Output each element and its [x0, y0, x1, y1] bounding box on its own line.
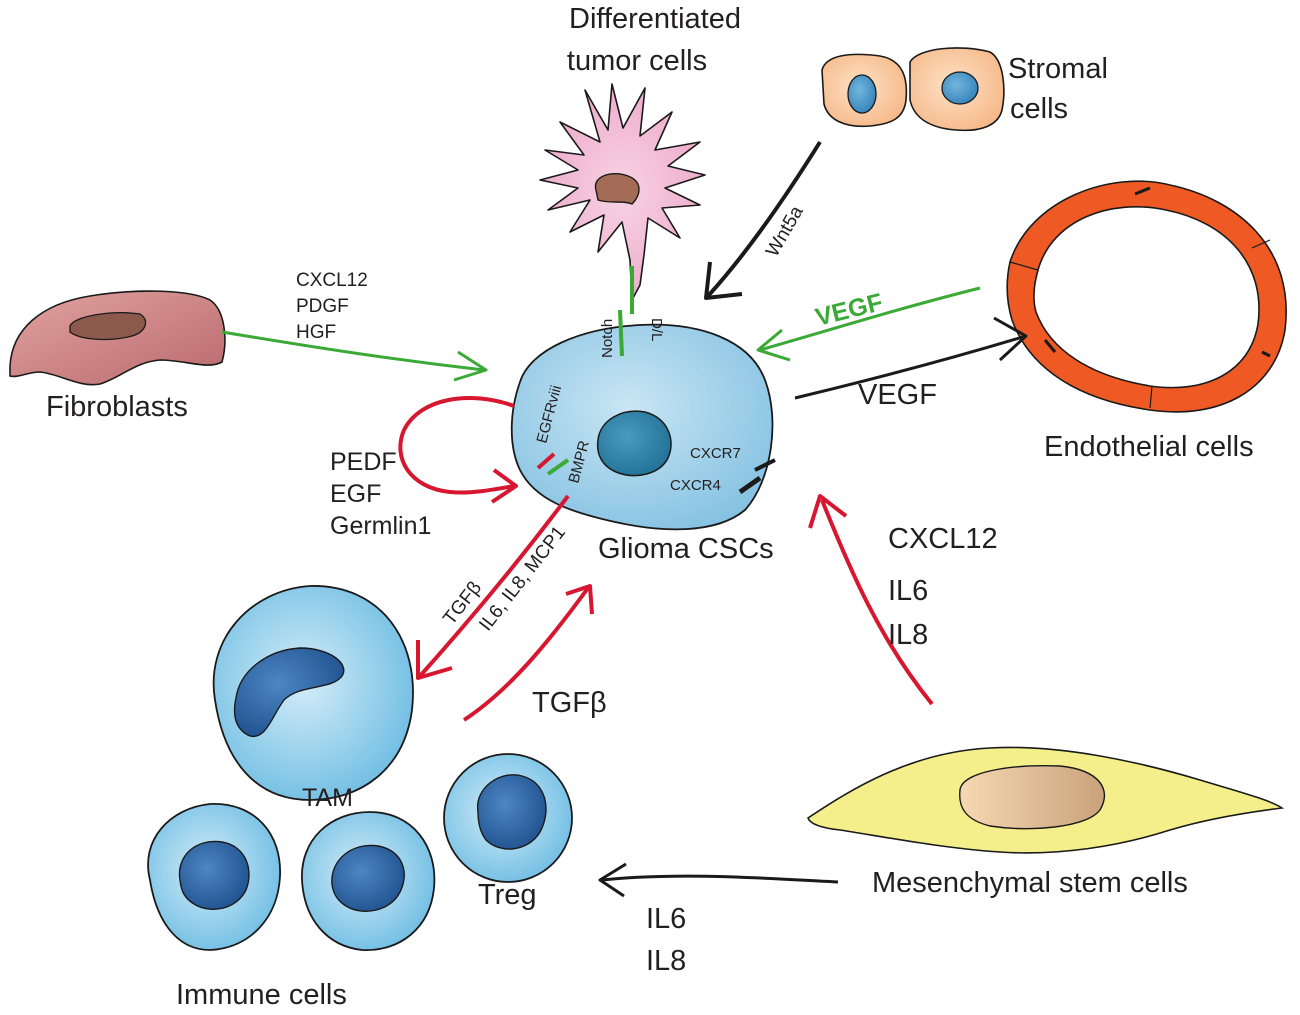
arrow-autocrine-loop [398, 396, 518, 504]
msc-factor-3: IL8 [888, 619, 928, 651]
differentiated-tumor-cell [539, 83, 706, 301]
arrow-msc-to-glioma [808, 494, 934, 706]
vegf-black-label: VEGF [858, 379, 937, 411]
arrow-stromal-to-glioma [704, 140, 822, 300]
arrow-glioma-to-endothelial [794, 316, 1028, 400]
csc-to-tam-label: IL6, IL8, MCP1 [475, 522, 570, 635]
differentiated-label-1: Differentiated [569, 3, 741, 35]
differentiated-label-2: tumor cells [567, 45, 707, 77]
glioma-csc-cell [510, 323, 774, 531]
fibroblast-factor-2: PDGF [296, 296, 349, 317]
msc-to-treg-factor-1: IL6 [646, 903, 686, 935]
autocrine-factor-3: Germlin1 [330, 512, 431, 540]
stromal-label-1: Stromal [1008, 53, 1108, 85]
arrow-treg-to-glioma [462, 584, 594, 722]
treg-to-csc-label: TGFβ [532, 687, 607, 719]
arrow-endothelial-to-glioma [756, 286, 981, 362]
notch-receptor-mark [618, 309, 624, 357]
wnt5a-label: Wnt5a [762, 202, 808, 260]
msc-to-treg-factor-2: IL8 [646, 945, 686, 977]
immune-cells-label: Immune cells [176, 979, 347, 1010]
cxcr4-receptor-mark [738, 475, 762, 495]
endothelial-vessel [1006, 180, 1287, 413]
fibroblast-cell [9, 290, 226, 386]
msc-factor-2: IL6 [888, 575, 928, 607]
arrow-glioma-tam [416, 494, 570, 680]
fibroblasts-label: Fibroblasts [46, 391, 188, 423]
cxcr4-label: CXCR4 [670, 477, 721, 494]
cxcr7-label: CXCR7 [690, 445, 741, 462]
arrow-msc-to-treg [598, 862, 839, 898]
endothelial-label: Endothelial cells [1044, 431, 1254, 463]
mesenchymal-stem-cell [807, 746, 1285, 854]
bmpr-receptor-mark [546, 458, 570, 476]
treg-label: Treg [478, 879, 537, 911]
msc-label: Mesenchymal stem cells [872, 867, 1188, 899]
tam-label: TAM [302, 784, 353, 812]
dl-label: D/L [648, 318, 665, 341]
immune-cells [147, 585, 573, 951]
stromal-label-2: cells [1010, 93, 1068, 125]
autocrine-factor-1: PEDF [330, 448, 397, 476]
fibroblast-factor-1: CXCL12 [296, 270, 368, 291]
egfrviii-receptor-mark [536, 452, 556, 470]
autocrine-factor-2: EGF [330, 480, 381, 508]
arrow-fibroblast-to-glioma [221, 330, 488, 382]
cxcr7-receptor-mark [754, 458, 776, 472]
notch-label: Notch [599, 319, 616, 358]
msc-factor-1: CXCL12 [888, 523, 998, 555]
receptors [536, 266, 776, 495]
stromal-cells [821, 47, 1005, 132]
fibroblast-factor-3: HGF [296, 322, 336, 343]
glioma-label: Glioma CSCs [598, 533, 774, 565]
